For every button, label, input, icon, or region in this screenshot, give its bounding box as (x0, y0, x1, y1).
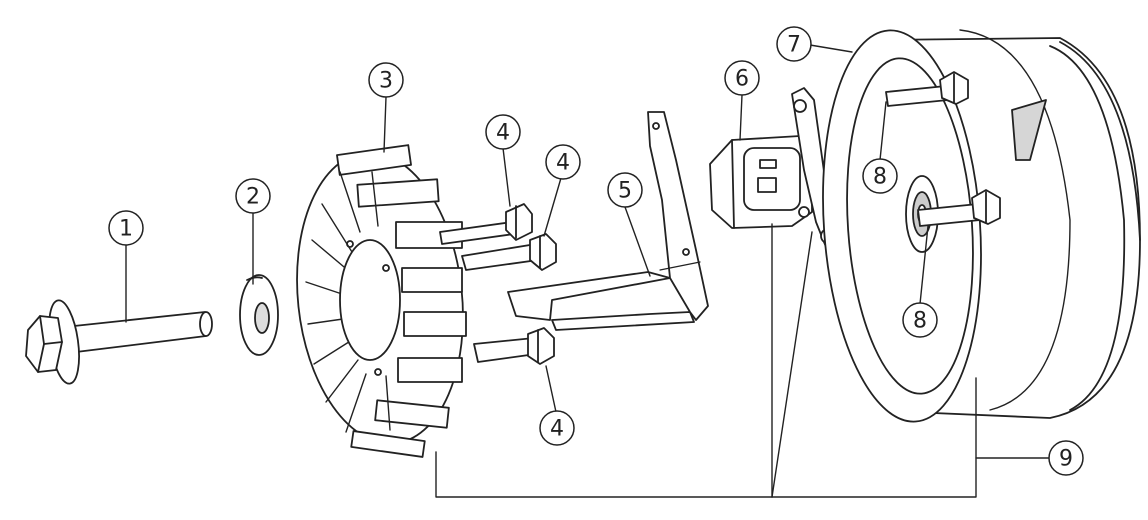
callout-6: 6 (735, 67, 749, 92)
callout-8-lower: 8 (913, 309, 927, 334)
part-4-stud-lower (473, 327, 555, 365)
callout-3: 3 (379, 69, 393, 94)
callout-8-upper: 8 (873, 165, 887, 190)
callout-4-middle: 4 (556, 151, 570, 176)
callout-2: 2 (246, 185, 260, 210)
callout-circles (108, 26, 1084, 476)
callout-7: 7 (787, 33, 801, 58)
callout-9: 9 (1059, 447, 1073, 472)
part-7-end-plate (822, 29, 982, 423)
part-8-bolt-lower (917, 189, 1001, 227)
part-4-stud-middle (461, 233, 557, 271)
callout-4-upper: 4 (496, 121, 510, 146)
part-8-bolt-upper (885, 71, 969, 107)
callout-1: 1 (119, 217, 133, 242)
part-6-module (709, 87, 843, 253)
part-3-fan-rotor (296, 144, 467, 458)
part-2-washer (239, 274, 279, 356)
part-1-bolt (25, 299, 213, 385)
callout-4-lower: 4 (550, 417, 564, 442)
part-5-bracket (507, 111, 709, 331)
part-4-stud-upper (439, 203, 533, 245)
callout-5: 5 (618, 179, 632, 204)
leader-lines (125, 44, 1051, 498)
